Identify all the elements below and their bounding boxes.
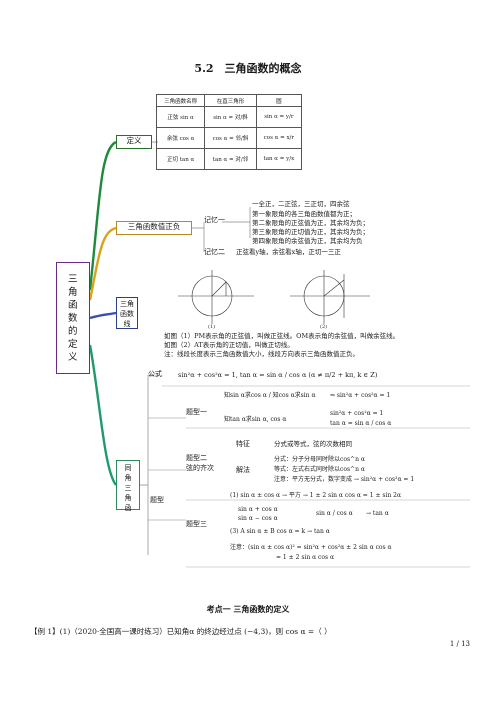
line-note: 如图（1）PM表示角的正弦值，叫做正弦线。OM表示角的余弦值，叫做余弦线。 xyxy=(164,332,400,340)
page-title: 5.2 三角函数的概念 xyxy=(194,62,302,75)
type-3-line: sin α / cos α xyxy=(316,510,353,517)
type-1-a-result: ⇒ sin²α + cos²α = 1 xyxy=(330,392,391,399)
type-1-b: 知tan α求sin α, cos α xyxy=(224,416,287,423)
type-3-line: (1) sin α ± cos α → 平方 → 1 ± 2 sin α cos… xyxy=(230,492,402,499)
memory-label-2: 记忆二 xyxy=(204,248,225,256)
feature-label: 特征 xyxy=(236,440,250,448)
node-trig-line: 三角函数线 xyxy=(116,297,138,329)
node-sign: 三角函数值正负 xyxy=(116,221,192,235)
memory-line: 第二象限角的正弦值为正，其余均为负； xyxy=(252,219,369,227)
formula-label: 公式 xyxy=(148,370,162,378)
type-2-sub: 弦的齐次 xyxy=(186,464,214,472)
type-1-b-result: sin²α + cos²α = 1 xyxy=(330,410,384,417)
feature-text: 分式或等式，弦的次数相同 xyxy=(274,440,352,448)
type-1-label: 题型一 xyxy=(186,408,207,416)
types-label: 题型 xyxy=(150,496,164,504)
type-3-label: 题型三 xyxy=(186,520,207,528)
table-header: 圆 xyxy=(255,94,303,107)
node-definition: 定义 xyxy=(116,135,152,149)
root-node: 三角函 数的定 义 xyxy=(56,262,90,374)
unit-circle-figures: (1) (2) xyxy=(178,270,370,330)
section-title: 考点一 三角函数的定义 xyxy=(206,604,290,614)
line-note: 注：线段长度表示三角函数值大小，线段方向表示三角函数值正负。 xyxy=(164,350,359,358)
method-line: 等式：左式右式同时除以cos^n α xyxy=(274,466,365,473)
table-header: 在直三角形 xyxy=(204,94,257,107)
memory-2: 正弦看y轴，余弦看x轴，正切一三正 xyxy=(236,248,341,256)
memory-line: 第四象限角的余弦值为正，其余均为负 xyxy=(252,237,363,245)
memory-line: 第三象限角的正切值为正，其余均为负； xyxy=(252,228,369,236)
type-3-note: = 1 ± 2 sin α cos α xyxy=(276,554,335,561)
example-question: 【例 1】(1)（2020·全国高一课时练习）已知角α 的终边经过点 (−4,3… xyxy=(30,627,332,636)
figure-label-2: (2) xyxy=(320,323,327,330)
method-label: 解法 xyxy=(236,466,250,474)
type-1-a: 知sin α求cos α / 知cos α求sin α xyxy=(224,392,316,399)
page-number: 1 / 13 xyxy=(449,640,470,648)
method-line: 分式：分子分母同时除以cos^n α xyxy=(274,456,365,463)
method-line: 注意：平方无分式，数字变成 → sin²α + cos²α = 1 xyxy=(274,476,415,483)
node-same-angle: 同角三 角函 xyxy=(116,460,140,512)
line-note: 如图（2）AT表示角的正切值，叫做正切线。 xyxy=(164,341,294,349)
table-header: 三角函数名称 xyxy=(155,94,206,107)
type-1-b-result: tan α = sin α / cos α xyxy=(330,420,392,427)
type-2-label: 题型二 xyxy=(186,454,207,462)
formula: sin²α + cos²α = 1, tan α = sin α / cos α… xyxy=(178,371,378,379)
memory-line: 第一象限角的各三角函数值都为正； xyxy=(252,210,356,218)
type-3-note: 注意：(sin α ± cos α)² = sin²α + cos²α ± 2 … xyxy=(230,544,392,551)
memory-slogan: 一全正，二正弦，三正切，四余弦 xyxy=(252,200,350,208)
figure-label-1: (1) xyxy=(208,323,215,330)
type-3-line: (3) A sin α ± B cos α = k → tan α xyxy=(230,528,330,535)
type-3-line: sin α − cos α xyxy=(238,515,278,522)
memory-label-1: 记忆一 xyxy=(204,216,225,224)
type-3-line: → tan α xyxy=(366,510,389,517)
type-3-line: sin α + cos α xyxy=(238,506,278,513)
